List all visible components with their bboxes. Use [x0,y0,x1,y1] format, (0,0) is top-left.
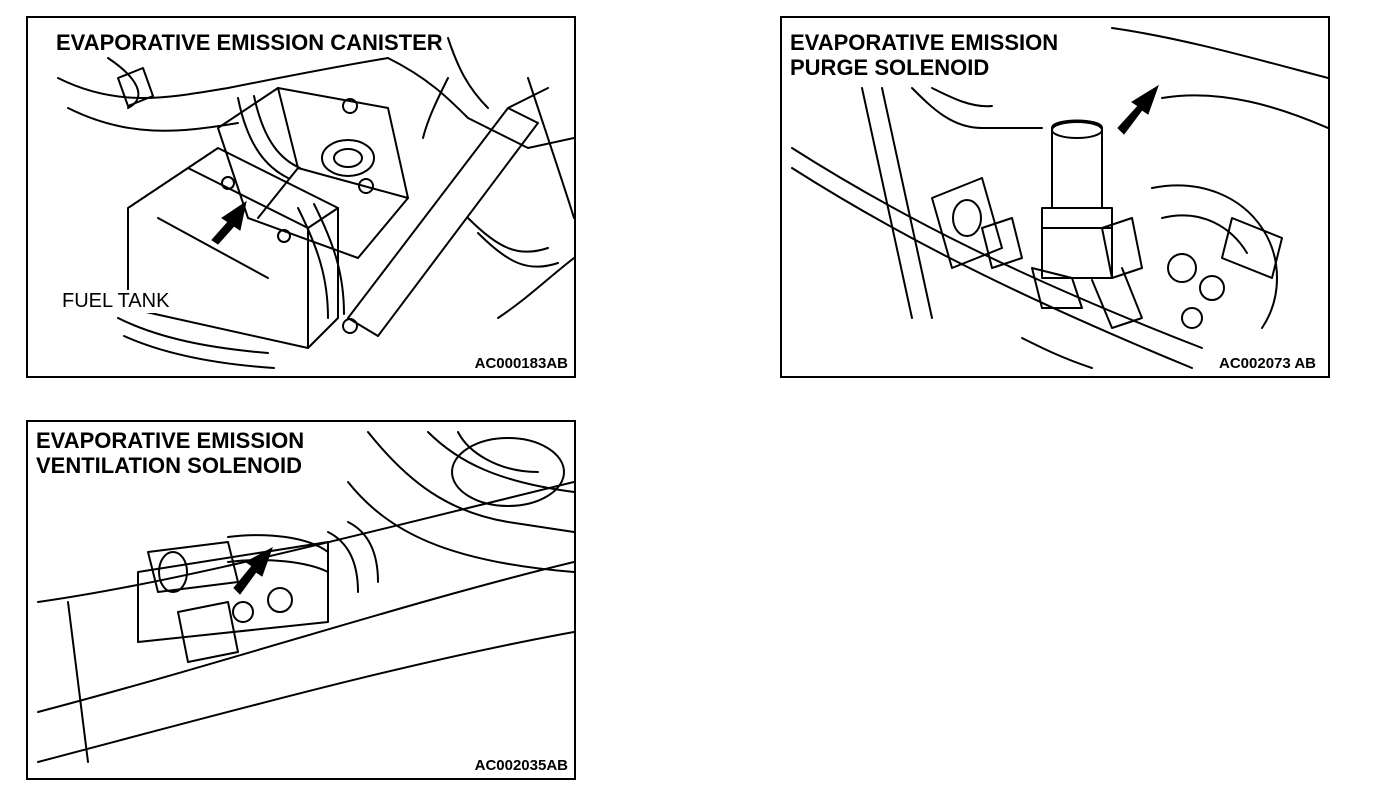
purge-illustration [791,27,1328,369]
ventilation-illustration [37,431,574,763]
purge-figure-code: AC002073 AB [1217,355,1318,372]
ventilation-panel: EVAPORATIVE EMISSION VENTILATION SOLENOI… [26,420,576,780]
arrow-icon [233,546,273,595]
arrow-icon [211,200,247,245]
ventilation-title-line1: EVAPORATIVE EMISSION [36,428,305,453]
purge-panel: EVAPORATIVE EMISSION PURGE SOLENOID AC00… [780,16,1330,378]
purge-title-line2: PURGE SOLENOID [790,55,990,80]
canister-title: EVAPORATIVE EMISSION CANISTER [56,30,443,55]
arrow-icon [1117,84,1159,135]
ventilation-figure-code: AC002035AB [472,757,570,774]
ventilation-title-line2: VENTILATION SOLENOID [36,453,303,478]
fuel-tank-label: FUEL TANK [62,290,170,313]
canister-panel: EVAPORATIVE EMISSION CANISTER FUEL TANK … [26,16,576,378]
canister-illustration [57,37,574,369]
purge-title-line1: EVAPORATIVE EMISSION [790,30,1059,55]
canister-figure-code: AC000183AB [472,355,570,372]
